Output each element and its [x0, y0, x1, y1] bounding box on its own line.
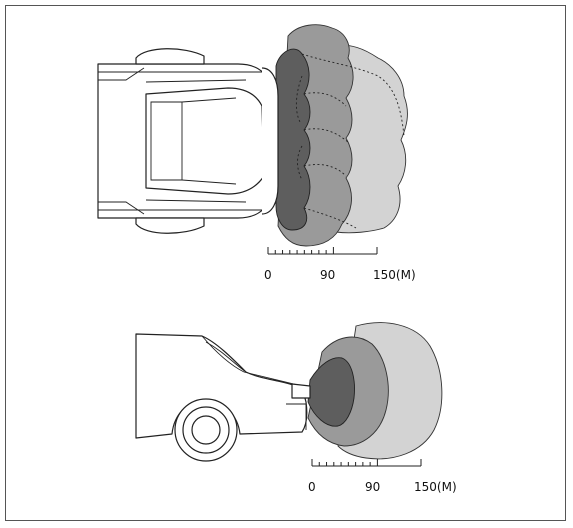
car-top-mirror-right: [135, 217, 205, 234]
top-scale-label-max: 150(M): [373, 268, 416, 282]
top-beam-dotted-1: [301, 53, 405, 137]
top-scale-label-zero: 0: [264, 268, 272, 282]
top-beam-dotted-2: [303, 92, 347, 107]
car-side-window-line: [205, 341, 247, 373]
car-top-view: [97, 48, 279, 234]
headlight-range-diagram: 0 90 150(M) 0 90 150(M): [97, 24, 457, 494]
side-scale-label-zero: 0: [308, 480, 316, 494]
car-top-hood-line-2: [181, 179, 237, 185]
side-view: 0 90 150(M): [135, 322, 457, 494]
car-side-view: [135, 333, 311, 462]
top-beam-dotted-4: [303, 164, 347, 177]
car-top-wing-left: [145, 79, 247, 83]
side-distance-scale: 0 90 150(M): [308, 459, 457, 494]
top-scale-label-mid: 90: [320, 268, 335, 282]
car-side-bumper: [286, 403, 307, 430]
side-zone-dark: [307, 357, 355, 427]
car-top-bumper: [261, 67, 279, 215]
car-side-hood-line: [201, 335, 245, 373]
car-top-line-left-2: [98, 67, 145, 81]
car-top-mirror-left: [135, 48, 205, 65]
car-top-wing-right: [145, 199, 247, 203]
car-side-wheel-hub: [191, 415, 221, 445]
side-scale-label-max: 150(M): [414, 480, 457, 494]
car-top-line-right-2: [98, 201, 145, 215]
top-beam-dotted-5: [303, 207, 357, 229]
side-scale-ticks: [311, 459, 422, 466]
top-scale-ticks: [267, 247, 378, 254]
side-scale-label-mid: 90: [365, 480, 380, 494]
car-top-hood: [145, 87, 265, 195]
car-side-headlight: [291, 383, 311, 399]
top-zone-dark: [275, 48, 311, 231]
top-distance-scale: 0 90 150(M): [264, 247, 416, 282]
car-top-hood-line-1: [181, 97, 237, 103]
top-view: 0 90 150(M): [97, 24, 416, 282]
top-beam-dotted-7: [297, 145, 303, 181]
diagram-frame: 0 90 150(M) 0 90 150(M): [5, 5, 566, 521]
